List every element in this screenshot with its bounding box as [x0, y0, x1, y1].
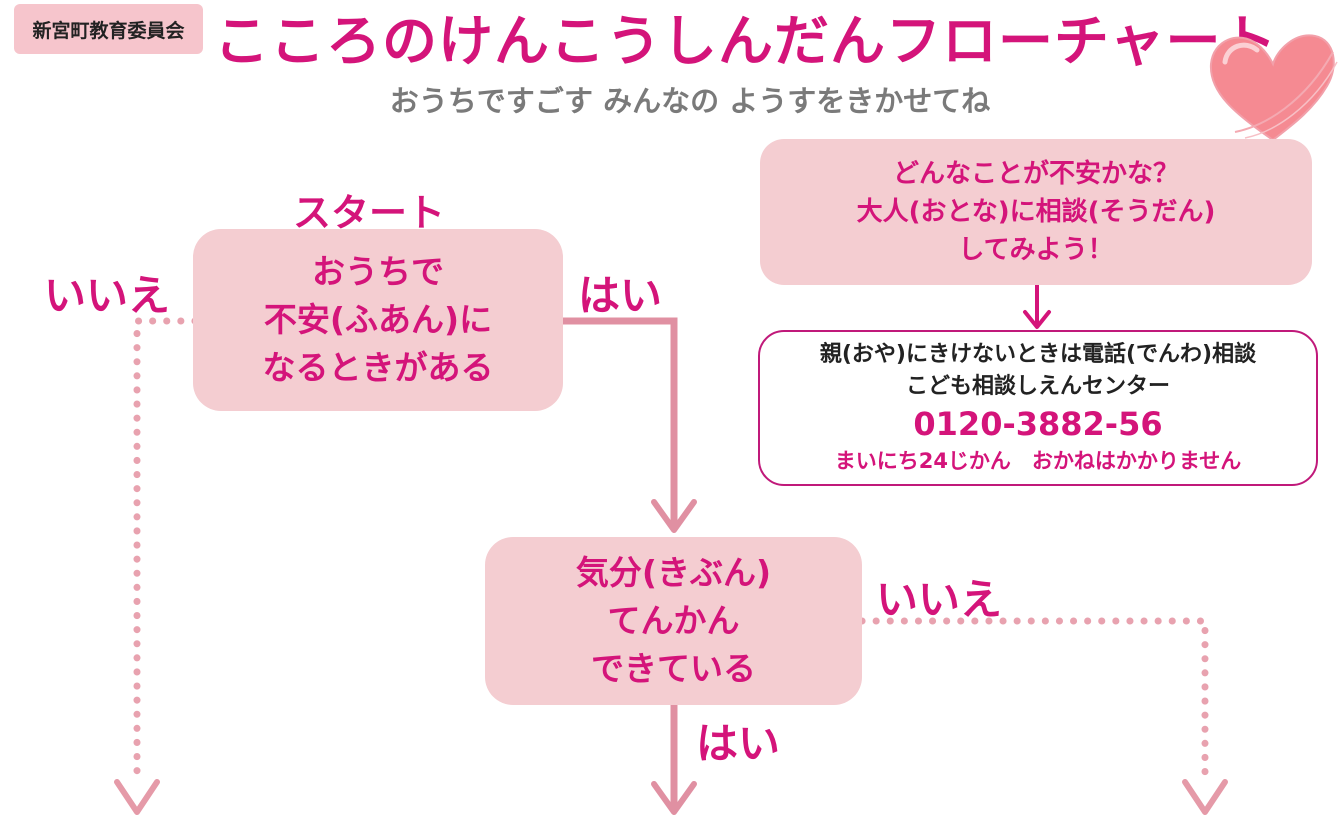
page-subtitle: おうちですごす みんなの ようすをきかせてね [389, 84, 991, 118]
yes-path-1 [563, 317, 678, 527]
mood-question-box: 気分(きぶん) てんかん できている [485, 537, 862, 705]
mood-question-line-1: 気分(きぶん) [575, 553, 772, 592]
phone-number[interactable]: 0120-3882-56 [913, 405, 1163, 443]
worry-advice-box: どんなことが不安かな？ 大人(おとな)に相談(そうだん) してみよう！ [760, 139, 1312, 285]
yes-arrow-1-head [651, 499, 697, 533]
worry-advice-line-3: してみよう！ [958, 235, 1114, 265]
organization-badge: 新宮町教育委員会 [14, 4, 203, 54]
worry-to-phone-arrow-head [1023, 310, 1051, 329]
yes-label-2: はい [696, 719, 781, 768]
heart-icon [1209, 34, 1338, 142]
mood-question-line-3: できている [591, 649, 756, 688]
worry-advice-line-2: 大人(おとな)に相談(そうだん) [856, 197, 1216, 227]
phone-availability-note: まいにち24じかん おかねはかかりません [834, 449, 1242, 473]
start-question-box: おうちで 不安(ふあん)に なるときがある [193, 229, 563, 411]
no-path-right [858, 617, 1209, 786]
page-title: こころのけんこうしんだんフローチャート [214, 9, 1278, 73]
no-arrow-left-head [114, 779, 160, 815]
organization-name: 新宮町教育委員会 [32, 19, 185, 42]
worry-advice-line-1: どんなことが不安かな？ [892, 159, 1179, 189]
no-label-left: いいえ [44, 271, 171, 320]
start-label: スタート [293, 191, 446, 235]
start-question-line-1: おうちで [312, 252, 444, 291]
mood-question-line-2: てんかん [607, 601, 740, 640]
start-question-line-3: なるときがある [262, 348, 494, 387]
no-arrow-right-head [1182, 779, 1228, 815]
phone-consultation-intro: 親(おや)にきけないときは電話(でんわ)相談 [819, 342, 1257, 367]
yes-arrow-2-head [651, 781, 697, 815]
support-center-name: こども相談しえんセンター [905, 374, 1170, 399]
no-label-right: いいえ [876, 575, 1003, 624]
start-question-line-2: 不安(ふあん)に [263, 300, 493, 339]
phone-consultation-box: 親(おや)にきけないときは電話(でんわ)相談 こども相談しえんセンター 0120… [758, 330, 1318, 486]
no-path-left [133, 317, 199, 786]
yes-label-1: はい [578, 271, 663, 320]
